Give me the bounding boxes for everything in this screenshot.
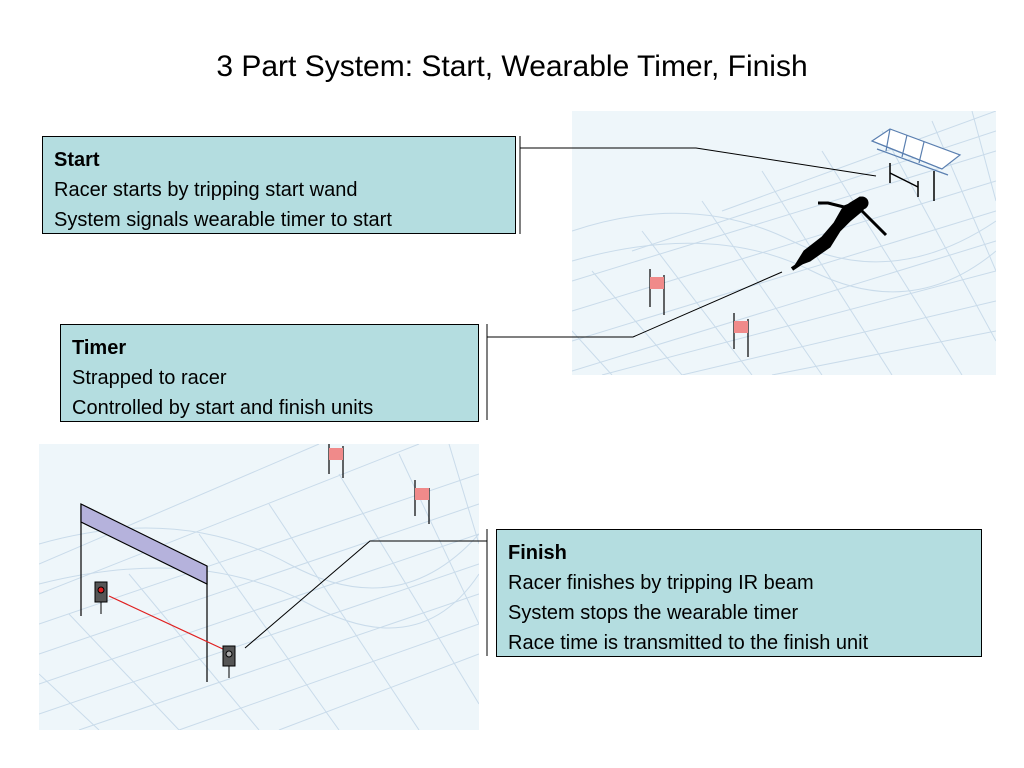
start-heading: Start bbox=[54, 149, 100, 171]
start-shelter bbox=[870, 128, 962, 176]
timer-heading: Timer bbox=[72, 337, 127, 359]
ir-sensor bbox=[94, 581, 108, 614]
finish-line: Race time is transmitted to the finish u… bbox=[508, 632, 869, 654]
finish-line: Racer finishes by tripping IR beam bbox=[508, 572, 814, 594]
start-callout: Start Racer starts by tripping start wan… bbox=[42, 136, 516, 234]
ir-beam bbox=[108, 595, 226, 651]
start-scene-illustration bbox=[572, 111, 996, 375]
finish-banner bbox=[80, 503, 208, 682]
timer-line: Controlled by start and finish units bbox=[72, 397, 374, 419]
finish-callout: Finish Racer finishes by tripping IR bea… bbox=[496, 529, 982, 657]
timer-callout: Timer Strapped to racer Controlled by st… bbox=[60, 324, 479, 422]
race-gate bbox=[649, 269, 665, 315]
race-gate bbox=[414, 480, 430, 524]
ir-sensor bbox=[222, 645, 236, 678]
slide-title: 3 Part System: Start, Wearable Timer, Fi… bbox=[216, 50, 808, 83]
skier-silhouette bbox=[790, 196, 888, 271]
finish-scene-illustration bbox=[39, 444, 479, 730]
race-gate bbox=[733, 313, 749, 357]
race-gate bbox=[328, 444, 344, 478]
finish-heading: Finish bbox=[508, 542, 567, 564]
start-line: System signals wearable timer to start bbox=[54, 209, 392, 231]
start-line: Racer starts by tripping start wand bbox=[54, 179, 358, 201]
finish-line: System stops the wearable timer bbox=[508, 602, 799, 624]
timer-line: Strapped to racer bbox=[72, 367, 227, 389]
